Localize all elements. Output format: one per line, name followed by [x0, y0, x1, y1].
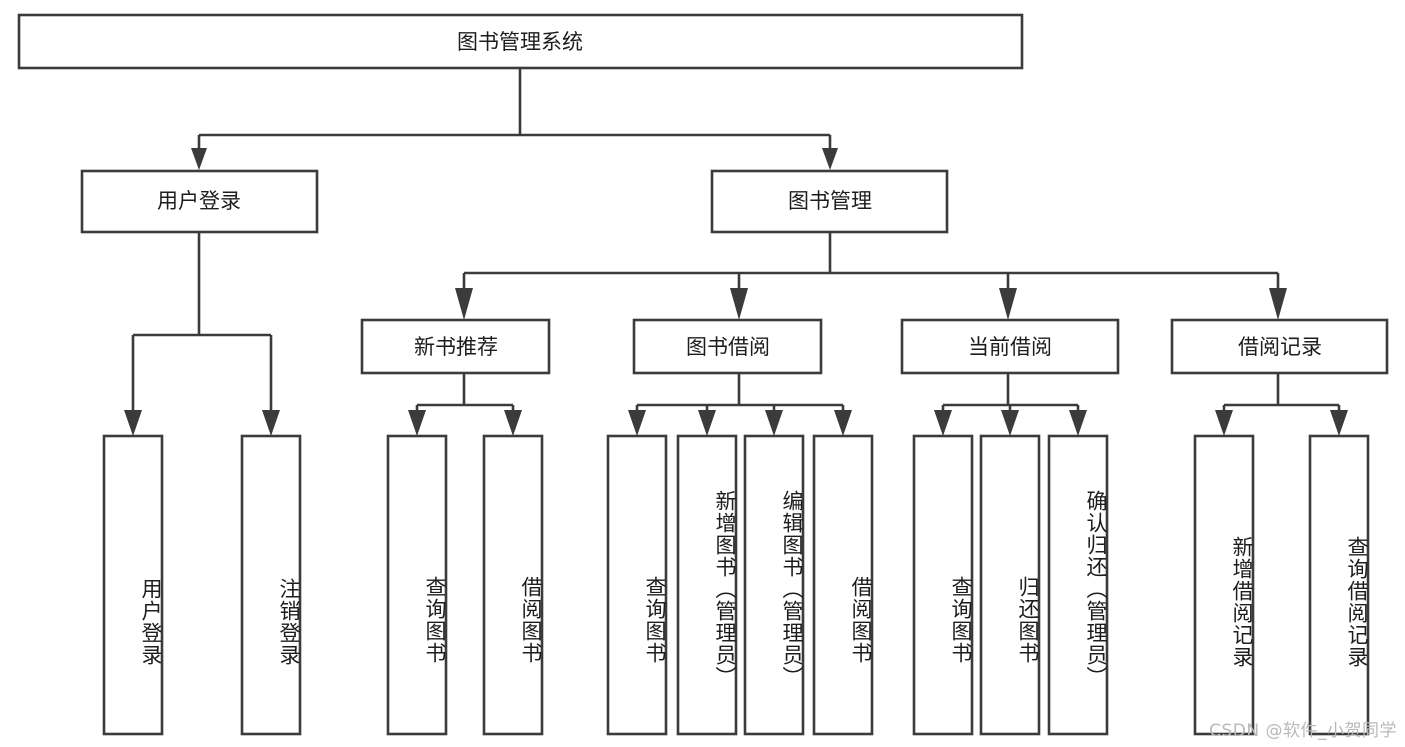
arrow-head-bb-leaf-1: [628, 410, 646, 436]
connector-group-current-borrow: [934, 373, 1087, 436]
node-box-current-borrow[interactable]: [900, 318, 1120, 375]
node-label-current-borrow: 当前借阅: [968, 335, 1052, 359]
arrow-head-br-leaf-1: [1215, 410, 1233, 436]
arrow-head-cb-leaf-2: [1001, 410, 1019, 436]
leaf-box-cb-return-book[interactable]: [979, 434, 1041, 736]
node-box-book-borrow[interactable]: [632, 318, 823, 375]
leaf-box-nbr-query-book[interactable]: [386, 434, 448, 736]
arrow-head-leaf-logout: [262, 410, 280, 436]
leaf-box-user-login-logout[interactable]: [240, 434, 302, 736]
arrow-head-nbr-leaf-1: [408, 410, 426, 436]
node-label-user-login: 用户登录: [157, 189, 241, 213]
arrow-head-user-login: [191, 148, 207, 170]
leaf-box-bb-edit-book[interactable]: [743, 434, 805, 736]
connector-group-user-login: [124, 232, 280, 436]
leaf-box-nbr-borrow-book[interactable]: [482, 434, 544, 736]
leaf-box-cb-confirm-return[interactable]: [1047, 434, 1109, 736]
arrow-head-book-mgmt: [822, 148, 838, 170]
node-label-book-management: 图书管理: [788, 189, 872, 213]
leaf-box-bb-add-book[interactable]: [676, 434, 738, 736]
leaf-box-user-login-login[interactable]: [102, 434, 164, 736]
node-label-borrow-record: 借阅记录: [1238, 335, 1322, 359]
node-box-borrow-record[interactable]: [1170, 318, 1389, 375]
arrow-head-bb-leaf-2: [698, 410, 716, 436]
arrow-head-leaf-user-login: [124, 410, 142, 436]
arrow-head-br-leaf-2: [1330, 410, 1348, 436]
leaf-box-bb-query-book[interactable]: [606, 434, 668, 736]
arrow-head-nbr-leaf-2: [504, 410, 522, 436]
leaf-box-br-query-record[interactable]: [1308, 434, 1370, 736]
leaf-box-bb-borrow-book[interactable]: [812, 434, 874, 736]
arrow-head-borrow-record: [1269, 288, 1287, 320]
arrow-head-bb-leaf-4: [834, 410, 852, 436]
arrow-head-cb-leaf-1: [934, 410, 952, 436]
leaf-box-br-add-record[interactable]: [1193, 434, 1255, 736]
csdn-watermark: CSDN @软件_小贺同学: [1209, 721, 1397, 741]
leaf-box-cb-query-book[interactable]: [912, 434, 974, 736]
node-box-new-book-recommend[interactable]: [360, 318, 551, 375]
connector-group-book-borrow: [628, 373, 852, 436]
arrow-head-book-borrow: [730, 288, 748, 320]
node-label-new-book-recommend: 新书推荐: [414, 335, 498, 359]
node-label-book-borrow: 图书借阅: [686, 335, 770, 359]
connector-group-root: [191, 68, 838, 170]
node-box-user-login[interactable]: [80, 169, 319, 234]
connector-group-borrow-record: [1215, 373, 1348, 436]
connector-group-book-mgmt: [455, 232, 1287, 320]
arrow-head-cb-leaf-3: [1069, 410, 1087, 436]
connector-group-new-book-recommend: [408, 373, 522, 436]
arrow-head-current-borrow: [999, 288, 1017, 320]
node-label-root: 图书管理系统: [457, 30, 583, 54]
arrow-head-new-book-recommend: [455, 288, 473, 320]
node-box-root[interactable]: [17, 13, 1024, 70]
arrow-head-bb-leaf-3: [765, 410, 783, 436]
node-box-book-management[interactable]: [710, 169, 949, 234]
